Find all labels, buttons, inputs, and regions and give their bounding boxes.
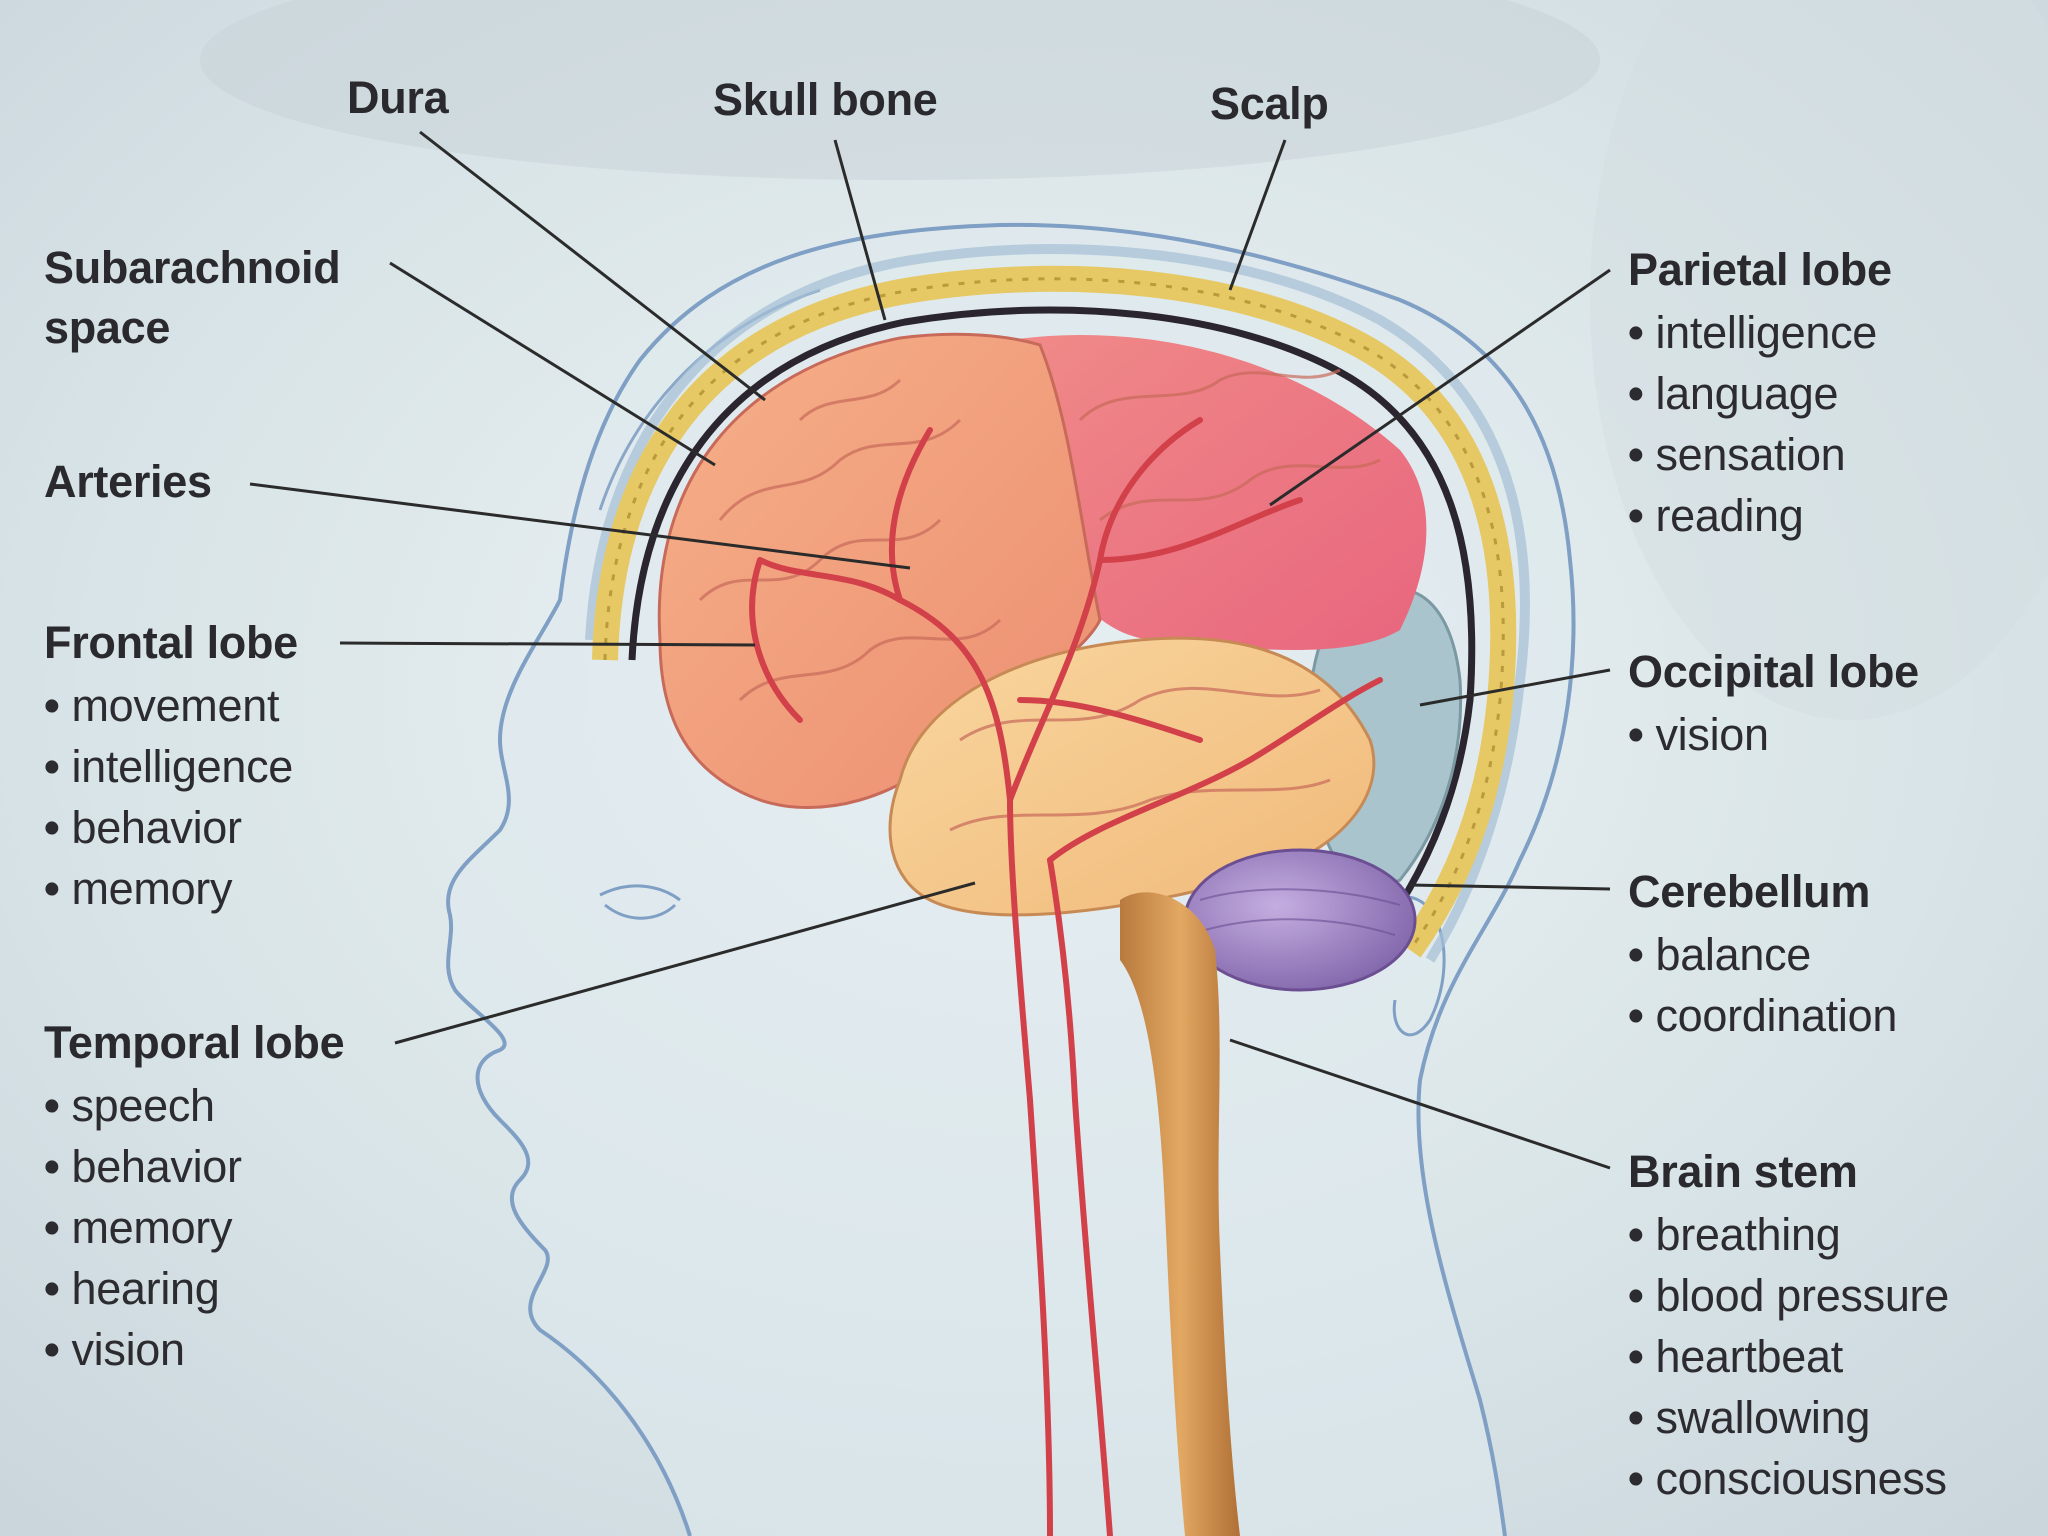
- function-item: memory: [44, 858, 298, 919]
- function-item: intelligence: [1628, 302, 1892, 363]
- brain-stem-functions: breathing blood pressure heartbeat swall…: [1628, 1204, 1949, 1509]
- scalp-label: Scalp: [1210, 78, 1329, 129]
- function-item: language: [1628, 363, 1892, 424]
- subarachnoid-label: Subarachnoid space: [44, 242, 341, 353]
- function-item: reading: [1628, 485, 1892, 546]
- function-item: vision: [44, 1319, 344, 1380]
- dura-label: Dura: [347, 72, 449, 123]
- temporal-lobe-title: Temporal lobe: [44, 1017, 345, 1068]
- gyri-folds: [698, 368, 1381, 832]
- function-item: sensation: [1628, 424, 1892, 485]
- arteries-label: Arteries: [44, 456, 212, 507]
- function-item: blood pressure: [1628, 1265, 1949, 1326]
- occipital-lobe-label: Occipital lobe vision: [1628, 646, 1919, 765]
- skull-bone-label: Skull bone: [713, 74, 938, 125]
- frontal-lobe-label: Frontal lobe movement intelligence behav…: [44, 617, 298, 919]
- temporal-lobe-label: Temporal lobe speech behavior memory hea…: [44, 1017, 345, 1380]
- brain-stem: [1120, 892, 1240, 1536]
- parietal-lobe-title: Parietal lobe: [1628, 244, 1892, 295]
- function-item: intelligence: [44, 736, 298, 797]
- parietal-lobe: [1010, 334, 1427, 650]
- leader-lines: [249, 130, 1611, 1170]
- temporal-lobe-functions: speech behavior memory hearing vision: [44, 1075, 344, 1380]
- frontal-lobe-functions: movement intelligence behavior memory: [44, 675, 298, 919]
- function-item: vision: [1628, 704, 1919, 765]
- function-item: consciousness: [1628, 1448, 1949, 1509]
- scalp-layer: [585, 244, 1530, 963]
- cerebellum-title: Cerebellum: [1628, 866, 1871, 917]
- brain-stem-title: Brain stem: [1628, 1146, 1858, 1197]
- function-item: swallowing: [1628, 1387, 1949, 1448]
- function-item: hearing: [44, 1258, 344, 1319]
- occipital-lobe-title: Occipital lobe: [1628, 646, 1919, 697]
- function-item: behavior: [44, 797, 298, 858]
- parietal-lobe-label: Parietal lobe intelligence language sens…: [1628, 244, 1892, 546]
- function-item: movement: [44, 675, 298, 736]
- function-item: balance: [1628, 924, 1897, 985]
- cerebellum-functions: balance coordination: [1628, 924, 1897, 1046]
- function-item: heartbeat: [1628, 1326, 1949, 1387]
- parietal-lobe-functions: intelligence language sensation reading: [1628, 302, 1892, 546]
- cerebellum-label: Cerebellum balance coordination: [1628, 866, 1897, 1046]
- arteries-vessels: [749, 417, 1383, 1536]
- dura-layer: [628, 306, 1476, 922]
- brain-stem-label: Brain stem breathing blood pressure hear…: [1628, 1146, 1949, 1509]
- function-item: speech: [44, 1075, 344, 1136]
- function-item: coordination: [1628, 985, 1897, 1046]
- frontal-lobe-title: Frontal lobe: [44, 617, 298, 668]
- occipital-lobe-functions: vision: [1628, 704, 1919, 765]
- function-item: memory: [44, 1197, 344, 1258]
- function-item: breathing: [1628, 1204, 1949, 1265]
- function-item: behavior: [44, 1136, 344, 1197]
